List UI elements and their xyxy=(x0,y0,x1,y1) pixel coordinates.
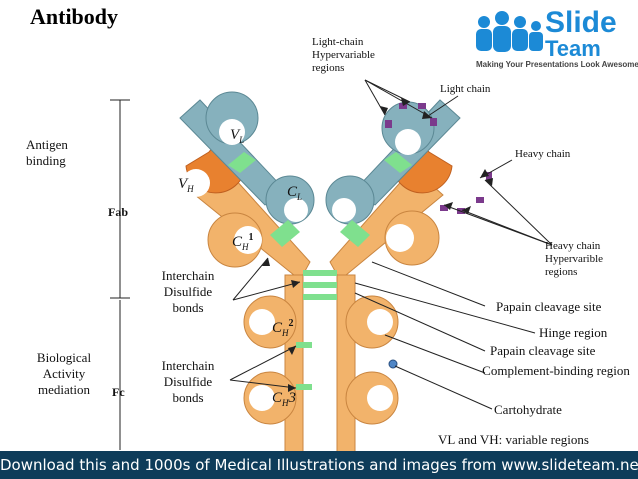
logo-name-top: Slide xyxy=(545,6,617,39)
region-brackets xyxy=(110,99,130,450)
fc-label: Fc xyxy=(112,385,125,399)
interchain-disulfide-label-2: Interchain Disulfide bonds xyxy=(161,358,215,405)
slideteam-logo xyxy=(476,11,543,52)
domain-vh-label: VH xyxy=(178,176,194,194)
heavy-chain-label: Heavy chain xyxy=(515,148,571,160)
light-chain-right xyxy=(325,99,461,225)
annotation-lines xyxy=(229,79,553,410)
interchain-disulfide-label-1: Interchain Disulfide bonds xyxy=(161,268,215,315)
heavy-chain-hypervariable-label: Heavy chain Hypervarible regions xyxy=(545,240,604,278)
biological-activity-label: Biological Activity mediation xyxy=(36,350,92,397)
domain-vl-label: VL xyxy=(230,127,245,145)
arrowheads xyxy=(262,98,493,392)
variable-regions-label: VL and VH: variable regions xyxy=(438,432,589,447)
light-chain-label: Light chain xyxy=(440,83,491,95)
logo-name-bottom: Team xyxy=(545,36,601,61)
domain-ch3-label: CH3 xyxy=(272,390,297,408)
papain-cleavage-label-1: Papain cleavage site xyxy=(496,299,602,314)
heavy-chain-left xyxy=(182,133,311,454)
antigen-binding-label: Antigen binding xyxy=(26,137,68,168)
fab-label: Fab xyxy=(108,205,129,219)
domain-ch1-label: CH1 xyxy=(232,232,254,252)
papain-cleavage-label-2: Papain cleavage site xyxy=(490,343,596,358)
people-group-icon xyxy=(476,11,543,52)
domain-ch2-label: CH2 xyxy=(272,318,294,338)
logo-tagline: Making Your Presentations Look Awesome xyxy=(476,60,638,69)
light-chain-hypervariable-label: Light-chain Hypervariable regions xyxy=(312,36,375,74)
disulfide-bonds xyxy=(228,152,412,390)
carbohydrate-label: Cartohydrate xyxy=(494,402,562,417)
domain-cl-label: CL xyxy=(287,184,303,202)
footer-banner: Download this and 1000s of Medical Illus… xyxy=(0,451,638,479)
page-title: Antibody xyxy=(30,4,119,29)
complement-binding-label: Complement-binding region xyxy=(482,363,630,378)
hinge-region-label: Hinge region xyxy=(539,325,608,340)
